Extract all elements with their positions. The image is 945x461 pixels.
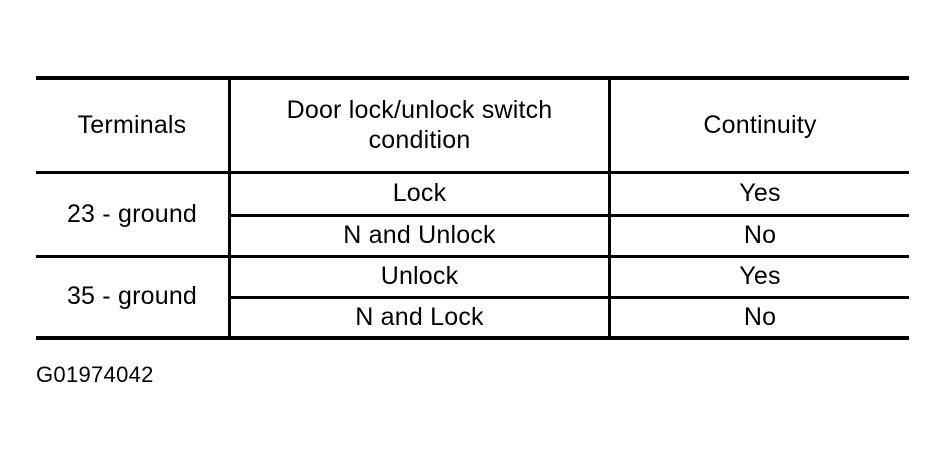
column-header-terminals: Terminals — [77, 110, 187, 139]
row-separator-1 — [228, 214, 909, 217]
header-bottom-rule — [36, 171, 909, 174]
row-separator-2 — [228, 296, 909, 299]
table-cell-condition-g2-r1: Unlock — [380, 262, 459, 291]
table-cell-terminals-group-2: 35 - ground — [66, 282, 198, 311]
table-cell-condition-g2-r2: N and Lock — [355, 302, 484, 331]
table-cell-continuity-g2-r2: No — [743, 302, 777, 331]
group-separator — [36, 255, 909, 258]
table-cell-condition-g1-r2: N and Unlock — [343, 221, 496, 250]
table-cell-condition-g1-r1: Lock — [392, 179, 447, 208]
column-divider-1 — [228, 76, 231, 340]
table-top-border — [36, 76, 909, 80]
column-header-condition: Door lock/unlock switch condition — [286, 96, 553, 154]
table-bottom-border — [36, 336, 909, 340]
figure-caption: G01974042 — [36, 362, 154, 387]
column-divider-2 — [608, 76, 611, 340]
table-cell-continuity-g2-r1: Yes — [739, 262, 781, 291]
column-header-continuity: Continuity — [703, 110, 817, 139]
table-cell-continuity-g1-r1: Yes — [739, 179, 781, 208]
table-cell-terminals-group-1: 23 - ground — [66, 199, 198, 228]
table-cell-continuity-g1-r2: No — [743, 221, 777, 250]
spec-table: Terminals Door lock/unlock switch condit… — [36, 76, 909, 340]
